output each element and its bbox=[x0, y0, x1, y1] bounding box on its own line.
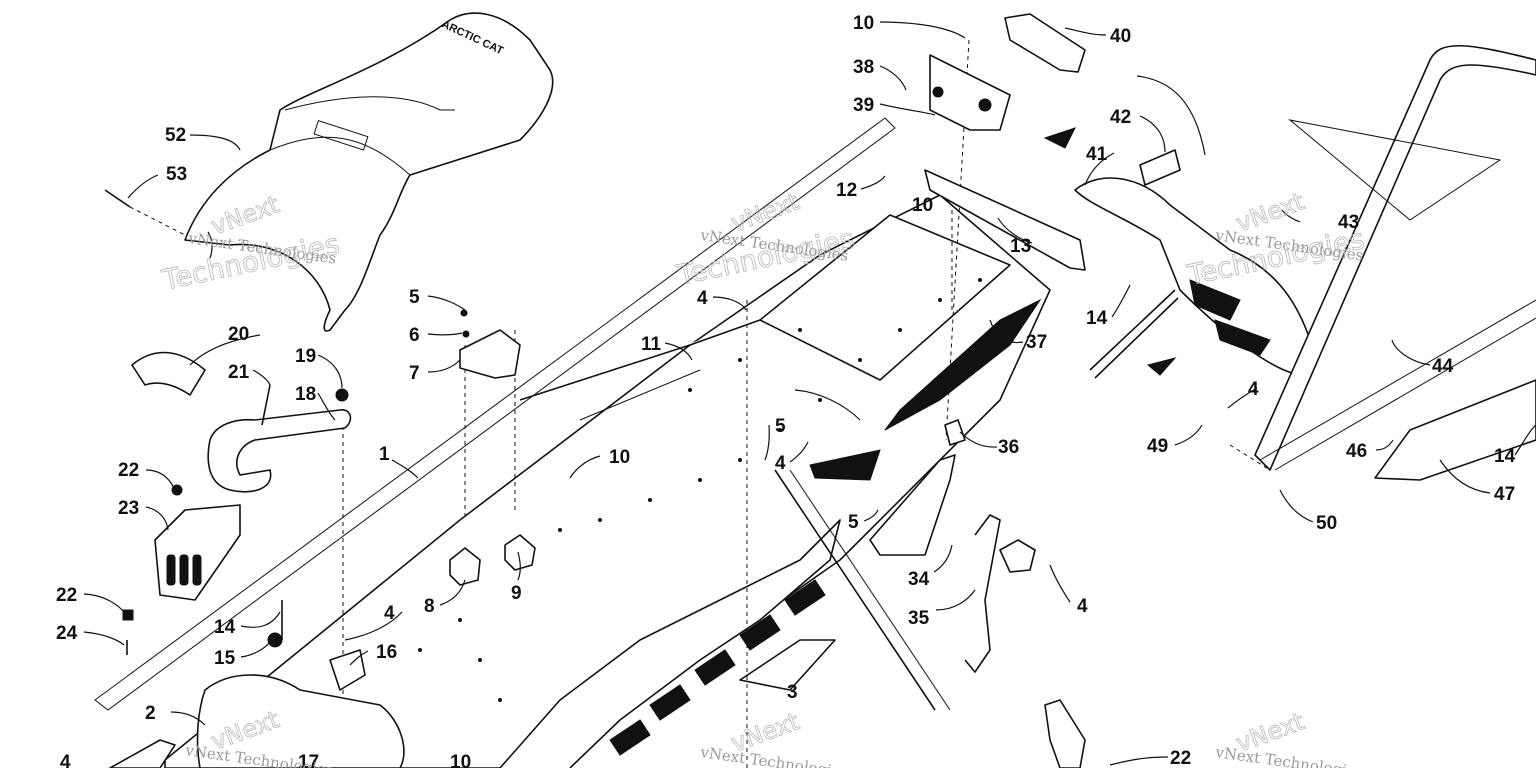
callout-37: 37 bbox=[1026, 332, 1047, 353]
callout-4-rear: 4 bbox=[1248, 379, 1259, 400]
callout-38: 38 bbox=[853, 57, 874, 78]
rear-brackets bbox=[924, 13, 1086, 271]
callout-4-left: 4 bbox=[384, 603, 395, 624]
callout-44: 44 bbox=[1432, 356, 1454, 377]
callout-49: 52 bbox=[165, 125, 186, 146]
running-board-cleats bbox=[609, 579, 826, 756]
callout-19: 19 bbox=[295, 346, 316, 367]
callout-42: 42 bbox=[1110, 107, 1131, 128]
callout-45: 46 bbox=[1346, 441, 1367, 462]
callout-14-left: 14 bbox=[214, 617, 236, 638]
fasteners-8-9 bbox=[449, 534, 536, 586]
callout-22-lower: 22 bbox=[56, 585, 77, 606]
watermark-brand: vNext bbox=[727, 187, 802, 237]
callout-4-center-low: 4 bbox=[775, 453, 786, 474]
callout-40: 40 bbox=[1110, 26, 1131, 47]
callout-22: 22 bbox=[118, 460, 139, 481]
callout-24: 24 bbox=[56, 623, 78, 644]
callout-13: 13 bbox=[1010, 236, 1031, 257]
seat-bolt bbox=[104, 189, 186, 236]
callout-47: 49 bbox=[1147, 436, 1168, 457]
callout-6: 6 bbox=[409, 325, 420, 346]
callout-21: 21 bbox=[228, 362, 250, 383]
callout-14-rear: 14 bbox=[1494, 446, 1516, 467]
callout-10-upper: 10 bbox=[912, 195, 933, 216]
callout-8: 8 bbox=[424, 596, 435, 617]
watermark-text: vNext Technologies bbox=[698, 743, 849, 768]
callout-50: 53 bbox=[166, 164, 187, 185]
seat: ARCTIC CAT bbox=[184, 12, 554, 332]
callout-46: 47 bbox=[1494, 484, 1515, 505]
leader-lines bbox=[83, 21, 1536, 766]
left-hardware bbox=[122, 351, 405, 768]
callout-4-right: 4 bbox=[1077, 596, 1088, 617]
bracket-7 bbox=[459, 309, 521, 379]
callout-22-bottom-right: 22 bbox=[1170, 748, 1191, 768]
callout-5-right: 5 bbox=[848, 512, 859, 533]
callout-4-center: 4 bbox=[697, 288, 708, 309]
snowflap bbox=[1043, 127, 1311, 379]
callout-36: 36 bbox=[998, 437, 1019, 458]
callout-4-bottom-left: 4 bbox=[60, 752, 71, 768]
callout-18: 18 bbox=[295, 384, 316, 405]
callout-48: 50 bbox=[1316, 513, 1337, 534]
callout-10-center: 10 bbox=[609, 447, 630, 468]
callout-7: 7 bbox=[409, 363, 420, 384]
callout-20: 20 bbox=[228, 324, 249, 345]
lower-right-hardware bbox=[869, 419, 1086, 768]
callout-39: 39 bbox=[853, 95, 874, 116]
deck-holes bbox=[418, 278, 982, 702]
callout-11: 11 bbox=[641, 334, 662, 355]
callout-23: 23 bbox=[118, 498, 139, 519]
callout-35: 35 bbox=[908, 608, 930, 629]
watermark-text: vNext Technologies bbox=[1213, 743, 1364, 768]
callout-34: 34 bbox=[908, 569, 930, 590]
callout-17: 17 bbox=[298, 752, 319, 768]
callout-9: 9 bbox=[511, 583, 522, 604]
callout-3: 3 bbox=[787, 682, 798, 703]
callout-43: 43 bbox=[1338, 212, 1359, 233]
callout-15: 15 bbox=[214, 648, 236, 669]
callout-12: 12 bbox=[836, 180, 857, 201]
callout-labels: 52 53 20 21 19 18 1 22 23 22 24 14 15 4 … bbox=[56, 13, 1516, 768]
lower-left-hardware bbox=[109, 600, 366, 768]
callout-1: 1 bbox=[379, 444, 390, 465]
callout-10-top: 10 bbox=[853, 13, 874, 34]
rear-bumper bbox=[1229, 45, 1536, 481]
callout-41: 41 bbox=[1086, 144, 1108, 165]
callout-14-snowflap: 14 bbox=[1086, 308, 1108, 329]
callout-2: 2 bbox=[145, 703, 156, 724]
callout-10-bottom: 10 bbox=[450, 752, 471, 768]
callout-5-left: 5 bbox=[409, 287, 420, 308]
callout-16: 16 bbox=[376, 642, 397, 663]
callout-5-center: 5 bbox=[775, 416, 786, 437]
